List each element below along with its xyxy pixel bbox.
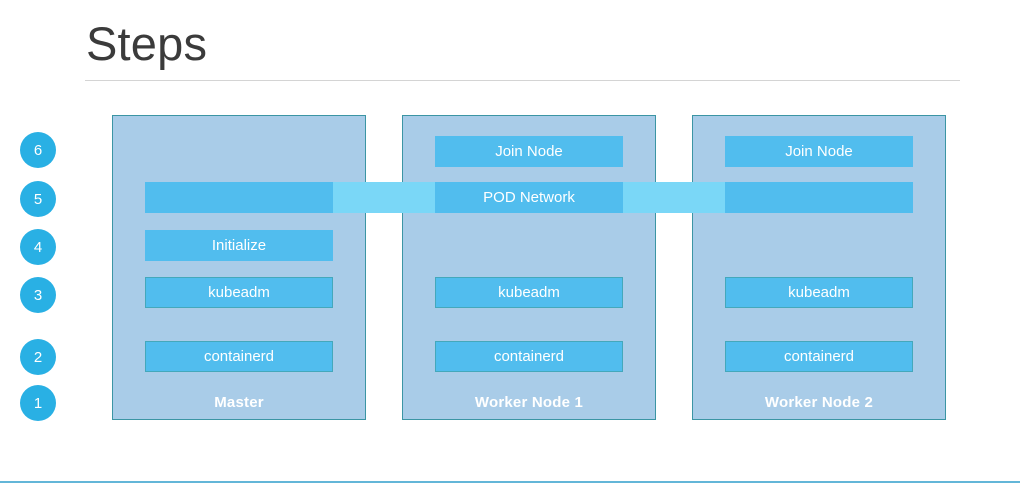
- bar-kubeadm-worker-2[interactable]: kubeadm: [725, 277, 913, 308]
- node-label-worker-1: Worker Node 1: [474, 394, 584, 411]
- step-circle-2[interactable]: 2: [20, 339, 56, 375]
- step-circle-4[interactable]: 4: [20, 229, 56, 265]
- bar-label: Initialize: [211, 237, 267, 254]
- bar-label: POD Network: [483, 189, 575, 206]
- bar-label: kubeadm: [788, 284, 850, 301]
- footer-divider: [0, 481, 1020, 483]
- bar-label: Join Node: [495, 143, 563, 160]
- step-number-label: 3: [33, 286, 43, 304]
- title-divider: [85, 80, 960, 81]
- bar-join-node-worker-2[interactable]: Join Node: [725, 136, 913, 167]
- bar-pod-network-worker-2[interactable]: [725, 182, 913, 213]
- step-circle-5[interactable]: 5: [20, 181, 56, 217]
- step-circle-1[interactable]: 1: [20, 385, 56, 421]
- bar-kubeadm-master[interactable]: kubeadm: [145, 277, 333, 308]
- bar-label: containerd: [783, 348, 855, 365]
- bar-pod-network-worker-1[interactable]: POD Network: [435, 182, 623, 213]
- step-number-label: 2: [33, 348, 43, 366]
- bar-label: kubeadm: [498, 284, 560, 301]
- bar-containerd-master[interactable]: containerd: [145, 341, 333, 372]
- node-panel-master[interactable]: [112, 115, 366, 420]
- page-title: Steps: [86, 17, 208, 70]
- step-number-label: 6: [33, 141, 43, 159]
- bar-label: containerd: [493, 348, 565, 365]
- node-label-worker-2: Worker Node 2: [764, 394, 874, 411]
- step-number-label: 1: [33, 394, 43, 412]
- bar-kubeadm-worker-1[interactable]: kubeadm: [435, 277, 623, 308]
- step-number-label: 5: [33, 190, 43, 208]
- bar-label: Join Node: [785, 143, 853, 160]
- bar-containerd-worker-2[interactable]: containerd: [725, 341, 913, 372]
- node-label-master: Master: [214, 394, 264, 411]
- step-number-label: 4: [33, 238, 43, 256]
- bar-pod-network-master[interactable]: [145, 182, 333, 213]
- bar-initialize-master[interactable]: Initialize: [145, 230, 333, 261]
- step-circle-6[interactable]: 6: [20, 132, 56, 168]
- step-circle-3[interactable]: 3: [20, 277, 56, 313]
- bar-containerd-worker-1[interactable]: containerd: [435, 341, 623, 372]
- bar-label: containerd: [203, 348, 275, 365]
- bar-label: kubeadm: [208, 284, 270, 301]
- bar-join-node-worker-1[interactable]: Join Node: [435, 136, 623, 167]
